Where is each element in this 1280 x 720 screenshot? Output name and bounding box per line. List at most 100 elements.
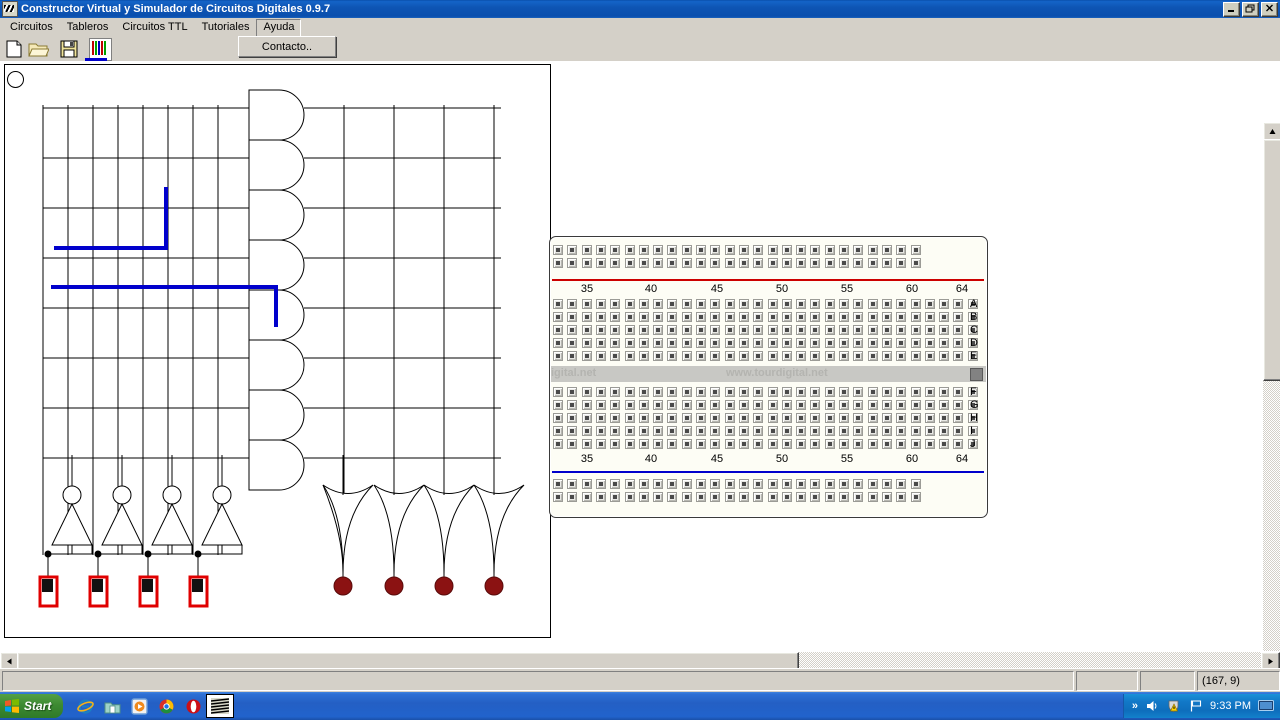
breadboard-hole[interactable] (567, 413, 578, 423)
breadboard-hole[interactable] (581, 299, 592, 309)
breadboard-hole[interactable] (824, 413, 835, 423)
breadboard-hole[interactable] (810, 258, 821, 268)
breadboard-hole[interactable] (710, 351, 721, 361)
breadboard-hole[interactable] (653, 351, 664, 361)
breadboard-hole[interactable] (939, 312, 950, 322)
breadboard-hole[interactable] (853, 492, 864, 502)
breadboard-hole[interactable] (696, 351, 706, 361)
breadboard-hole[interactable] (753, 299, 764, 309)
breadboard-hole[interactable] (867, 299, 878, 309)
breadboard-hole[interactable] (881, 312, 892, 322)
breadboard-hole[interactable] (638, 400, 649, 410)
breadboard-hole[interactable] (553, 245, 563, 255)
breadboard-hole[interactable] (881, 439, 892, 449)
breadboard-hole[interactable] (767, 245, 778, 255)
breadboard-hole[interactable] (796, 258, 807, 268)
breadboard-hole[interactable] (910, 387, 921, 397)
breadboard-hole[interactable] (567, 492, 578, 502)
breadboard-hole[interactable] (667, 479, 678, 489)
breadboard-hole[interactable] (710, 325, 721, 335)
breadboard-hole[interactable] (939, 338, 950, 348)
breadboard-hole[interactable] (924, 325, 935, 335)
breadboard-hole[interactable] (653, 426, 664, 436)
breadboard-hole[interactable] (967, 351, 978, 361)
breadboard-hole[interactable] (924, 426, 935, 436)
breadboard-hole[interactable] (767, 439, 778, 449)
breadboard-hole[interactable] (853, 325, 864, 335)
breadboard-hole[interactable] (738, 387, 749, 397)
breadboard-hole[interactable] (853, 387, 864, 397)
breadboard-hole[interactable] (867, 400, 878, 410)
breadboard-hole[interactable] (667, 387, 678, 397)
breadboard-hole[interactable] (839, 400, 849, 410)
breadboard-hole[interactable] (710, 245, 721, 255)
breadboard-hole[interactable] (967, 325, 978, 335)
breadboard-hole[interactable] (753, 312, 764, 322)
breadboard-hole[interactable] (881, 479, 892, 489)
breadboard-hole[interactable] (910, 258, 921, 268)
breadboard-hole[interactable] (881, 325, 892, 335)
breadboard-hole[interactable] (839, 439, 849, 449)
breadboard-hole[interactable] (753, 387, 764, 397)
new-file-button[interactable] (3, 38, 25, 60)
breadboard-hole[interactable] (910, 245, 921, 255)
breadboard-hole[interactable] (896, 299, 907, 309)
breadboard-hole[interactable] (610, 299, 621, 309)
breadboard-hole[interactable] (796, 351, 807, 361)
breadboard-hole[interactable] (595, 387, 606, 397)
breadboard-hole[interactable] (767, 351, 778, 361)
breadboard-hole[interactable] (796, 413, 807, 423)
breadboard-hole[interactable] (839, 338, 849, 348)
breadboard-hole[interactable] (796, 426, 807, 436)
vertical-scrollbar[interactable] (1263, 122, 1280, 712)
breadboard-hole[interactable] (553, 426, 563, 436)
breadboard-hole[interactable] (624, 400, 635, 410)
breadboard-hole[interactable] (767, 299, 778, 309)
breadboard-hole[interactable] (553, 439, 563, 449)
breadboard-hole[interactable] (781, 351, 792, 361)
breadboard-hole[interactable] (653, 492, 664, 502)
breadboard-hole[interactable] (681, 400, 692, 410)
breadboard-hole[interactable] (853, 439, 864, 449)
breadboard-hole[interactable] (810, 325, 821, 335)
breadboard-hole[interactable] (667, 325, 678, 335)
breadboard-hole[interactable] (667, 439, 678, 449)
breadboard-hole[interactable] (867, 439, 878, 449)
breadboard-hole[interactable] (853, 312, 864, 322)
breadboard-hole[interactable] (724, 338, 735, 348)
breadboard-hole[interactable] (610, 492, 621, 502)
breadboard-hole[interactable] (581, 492, 592, 502)
breadboard-hole[interactable] (681, 387, 692, 397)
breadboard-hole[interactable] (953, 299, 964, 309)
breadboard-hole[interactable] (581, 325, 592, 335)
circuit-canvas[interactable]: A B C D W X Y Z (4, 64, 551, 685)
breadboard-hole[interactable] (953, 400, 964, 410)
breadboard-hole[interactable] (953, 325, 964, 335)
breadboard-hole[interactable] (610, 439, 621, 449)
breadboard-hole[interactable] (710, 479, 721, 489)
breadboard-hole[interactable] (753, 479, 764, 489)
breadboard-hole[interactable] (681, 245, 692, 255)
breadboard-hole[interactable] (824, 258, 835, 268)
breadboard-hole[interactable] (896, 426, 907, 436)
breadboard-hole[interactable] (781, 338, 792, 348)
monitor-icon[interactable] (1258, 699, 1274, 713)
breadboard-hole[interactable] (667, 245, 678, 255)
breadboard-hole[interactable] (924, 312, 935, 322)
breadboard-hole[interactable] (724, 351, 735, 361)
breadboard-hole[interactable] (610, 245, 621, 255)
breadboard-hole[interactable] (653, 325, 664, 335)
breadboard-hole[interactable] (781, 245, 792, 255)
breadboard-hole[interactable] (667, 338, 678, 348)
breadboard-hole[interactable] (638, 258, 649, 268)
breadboard-hole[interactable] (653, 400, 664, 410)
breadboard-hole[interactable] (653, 387, 664, 397)
breadboard-hole[interactable] (910, 479, 921, 489)
breadboard-hole[interactable] (624, 426, 635, 436)
breadboard-hole[interactable] (710, 413, 721, 423)
breadboard-hole[interactable] (595, 312, 606, 322)
breadboard-hole[interactable] (553, 325, 563, 335)
breadboard-hole[interactable] (610, 258, 621, 268)
breadboard-hole[interactable] (567, 387, 578, 397)
breadboard-hole[interactable] (896, 492, 907, 502)
